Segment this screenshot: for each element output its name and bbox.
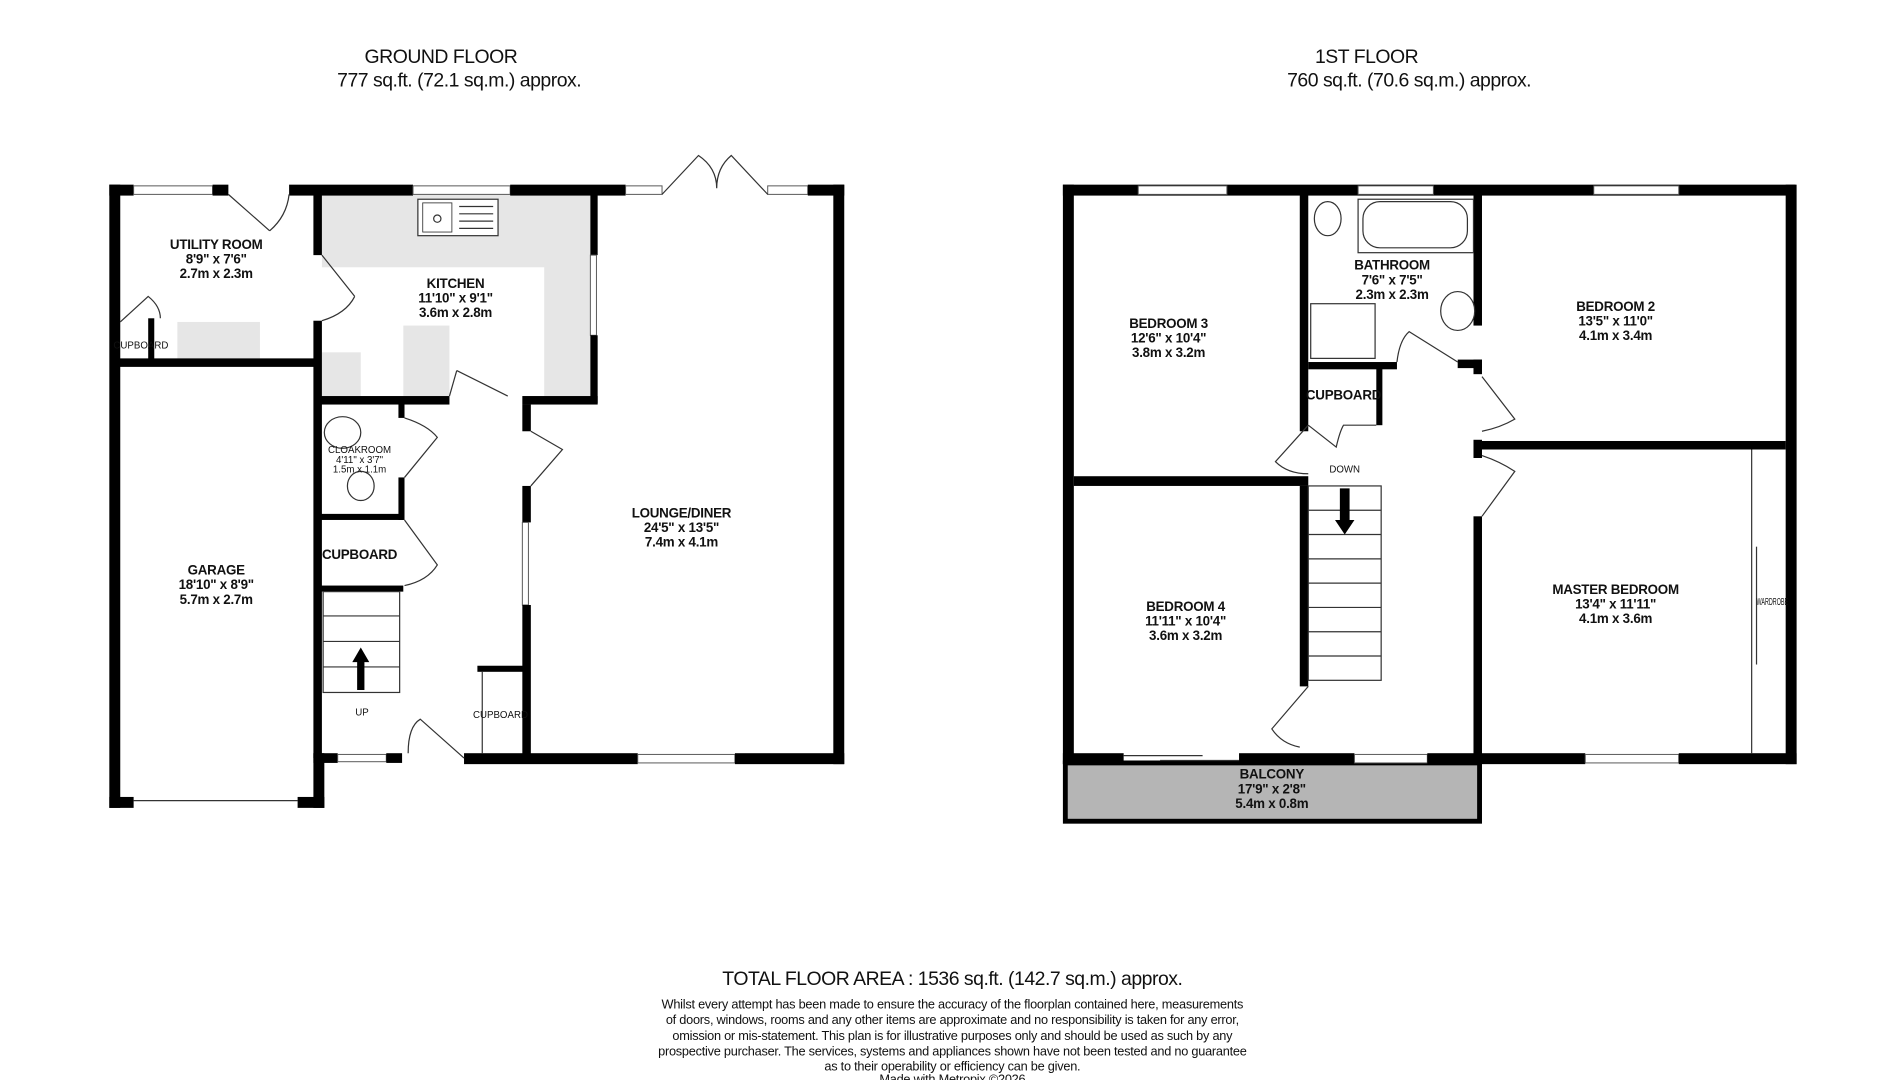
- room-size-metric: 5.4m x 0.8m: [1235, 796, 1308, 811]
- stairs: [322, 591, 401, 694]
- door: [1271, 685, 1309, 748]
- door: [119, 295, 161, 323]
- ground-floor-area: 777 sq.ft. (72.1 sq.m.) approx.: [337, 69, 581, 91]
- room-size-imperial: 11'11" x 10'4": [1145, 614, 1226, 629]
- french-doors: [661, 154, 769, 195]
- stairs-down-label: DOWN: [1329, 465, 1360, 476]
- ground-floor-plan: UTILITY ROOM 8'9" x 7'6" 2.7m x 2.3m KIT…: [109, 154, 845, 808]
- basin-icon: [323, 416, 362, 449]
- balcony: [1062, 760, 1482, 824]
- stairs: [1307, 485, 1382, 681]
- first-floor-title: 1ST FLOOR: [1315, 46, 1419, 68]
- room-size-imperial: 13'5" x 11'0": [1578, 314, 1653, 329]
- door: [227, 193, 290, 232]
- door: [448, 369, 509, 397]
- door: [1274, 424, 1309, 475]
- utility-unit: [177, 321, 260, 360]
- cupboard-doors: [1307, 424, 1377, 449]
- room-size-imperial: 8'9" x 7'6": [186, 252, 247, 267]
- room-size-imperial: 24'5" x 13'5": [644, 520, 719, 535]
- room-label: KITCHEN: [427, 276, 485, 291]
- disclaimer-line: as to their operability or efficiency ca…: [824, 1058, 1080, 1073]
- first-floor-plan: BEDROOM 3 12'6" x 10'4" 3.8m x 3.2m BATH…: [1062, 184, 1797, 824]
- room-size-metric: 3.6m x 2.8m: [419, 305, 492, 320]
- room-size-imperial: 12'6" x 10'4": [1131, 331, 1206, 346]
- ground-floor-title: GROUND FLOOR: [365, 46, 518, 68]
- room-label: BEDROOM 4: [1146, 599, 1226, 614]
- cupboard-label: CUPBOARD: [322, 547, 398, 562]
- room-label: UTILITY ROOM: [170, 237, 263, 252]
- disclaimer-line: of doors, windows, rooms and any other i…: [666, 1012, 1239, 1027]
- arrow-up-icon: [352, 647, 370, 691]
- room-size-metric: 7.4m x 4.1m: [645, 535, 718, 550]
- room-size-metric: 3.8m x 3.2m: [1132, 345, 1205, 360]
- kitchen-unit: [321, 352, 361, 397]
- door: [1481, 376, 1516, 432]
- sink-icon: [417, 198, 499, 237]
- disclaimer-line: omission or mis-statement. This plan is …: [672, 1028, 1233, 1043]
- first-floor-area: 760 sq.ft. (70.6 sq.m.) approx.: [1287, 69, 1531, 91]
- room-size-metric: 4.1m x 3.6m: [1579, 611, 1652, 626]
- room-label: BATHROOM: [1354, 258, 1430, 273]
- room-size-metric: 2.7m x 2.3m: [180, 266, 253, 281]
- room-size-metric: 3.6m x 3.2m: [1149, 628, 1222, 643]
- room-label: GARAGE: [188, 563, 246, 578]
- room-size-metric: 1.5m x 1.1m: [333, 465, 386, 476]
- door: [1396, 330, 1459, 363]
- footer: TOTAL FLOOR AREA : 1536 sq.ft. (142.7 sq…: [658, 968, 1247, 1080]
- room-label: BEDROOM 2: [1576, 299, 1655, 314]
- basin-icon: [1440, 290, 1476, 332]
- cupboard-label: CUPBOARD: [113, 341, 168, 352]
- room-size-imperial: 18'10" x 8'9": [179, 577, 254, 592]
- cupboard-label: CUPBOARD: [1306, 388, 1382, 403]
- disclaimer-line: Whilst every attempt has been made to en…: [662, 996, 1244, 1011]
- arrow-down-icon: [1335, 488, 1355, 535]
- door: [321, 254, 356, 322]
- disclaimer-line: prospective purchaser. The services, sys…: [658, 1044, 1247, 1059]
- room-size-imperial: 13'4" x 11'11": [1575, 597, 1656, 612]
- toilet-icon: [346, 470, 375, 502]
- room-label: BEDROOM 3: [1129, 316, 1208, 331]
- door: [530, 430, 564, 487]
- room-size-metric: 4.1m x 3.4m: [1579, 328, 1652, 343]
- room-label: CLOAKROOM: [328, 445, 391, 456]
- wardrobe-label: WARDROBE: [1757, 597, 1789, 608]
- room-size-metric: 2.3m x 2.3m: [1356, 287, 1429, 302]
- door: [404, 519, 439, 587]
- room-size-imperial: 17'9" x 2'8": [1238, 781, 1306, 796]
- toilet-icon: [1313, 201, 1342, 237]
- kitchen-unit: [403, 325, 450, 397]
- door: [407, 718, 465, 759]
- room-label: LOUNGE/DINER: [632, 506, 732, 521]
- credit: Made with Metropix ©2026: [879, 1072, 1025, 1080]
- door: [404, 417, 439, 478]
- room-size-imperial: 11'10" x 9'1": [418, 290, 493, 305]
- door: [1481, 454, 1516, 517]
- stairs-up-label: UP: [355, 708, 368, 719]
- room-label: BALCONY: [1240, 767, 1305, 782]
- total-floor-area: TOTAL FLOOR AREA : 1536 sq.ft. (142.7 sq…: [722, 968, 1182, 990]
- room-size-imperial: 4'11" x 3'7": [336, 455, 384, 466]
- kitchen-worktop: [321, 194, 591, 397]
- shower-icon: [1310, 303, 1376, 359]
- room-size-metric: 5.7m x 2.7m: [180, 592, 253, 607]
- cupboard-label: CUPBOARD: [473, 710, 528, 721]
- room-label: MASTER BEDROOM: [1552, 582, 1679, 597]
- room-size-imperial: 7'6" x 7'5": [1362, 272, 1423, 287]
